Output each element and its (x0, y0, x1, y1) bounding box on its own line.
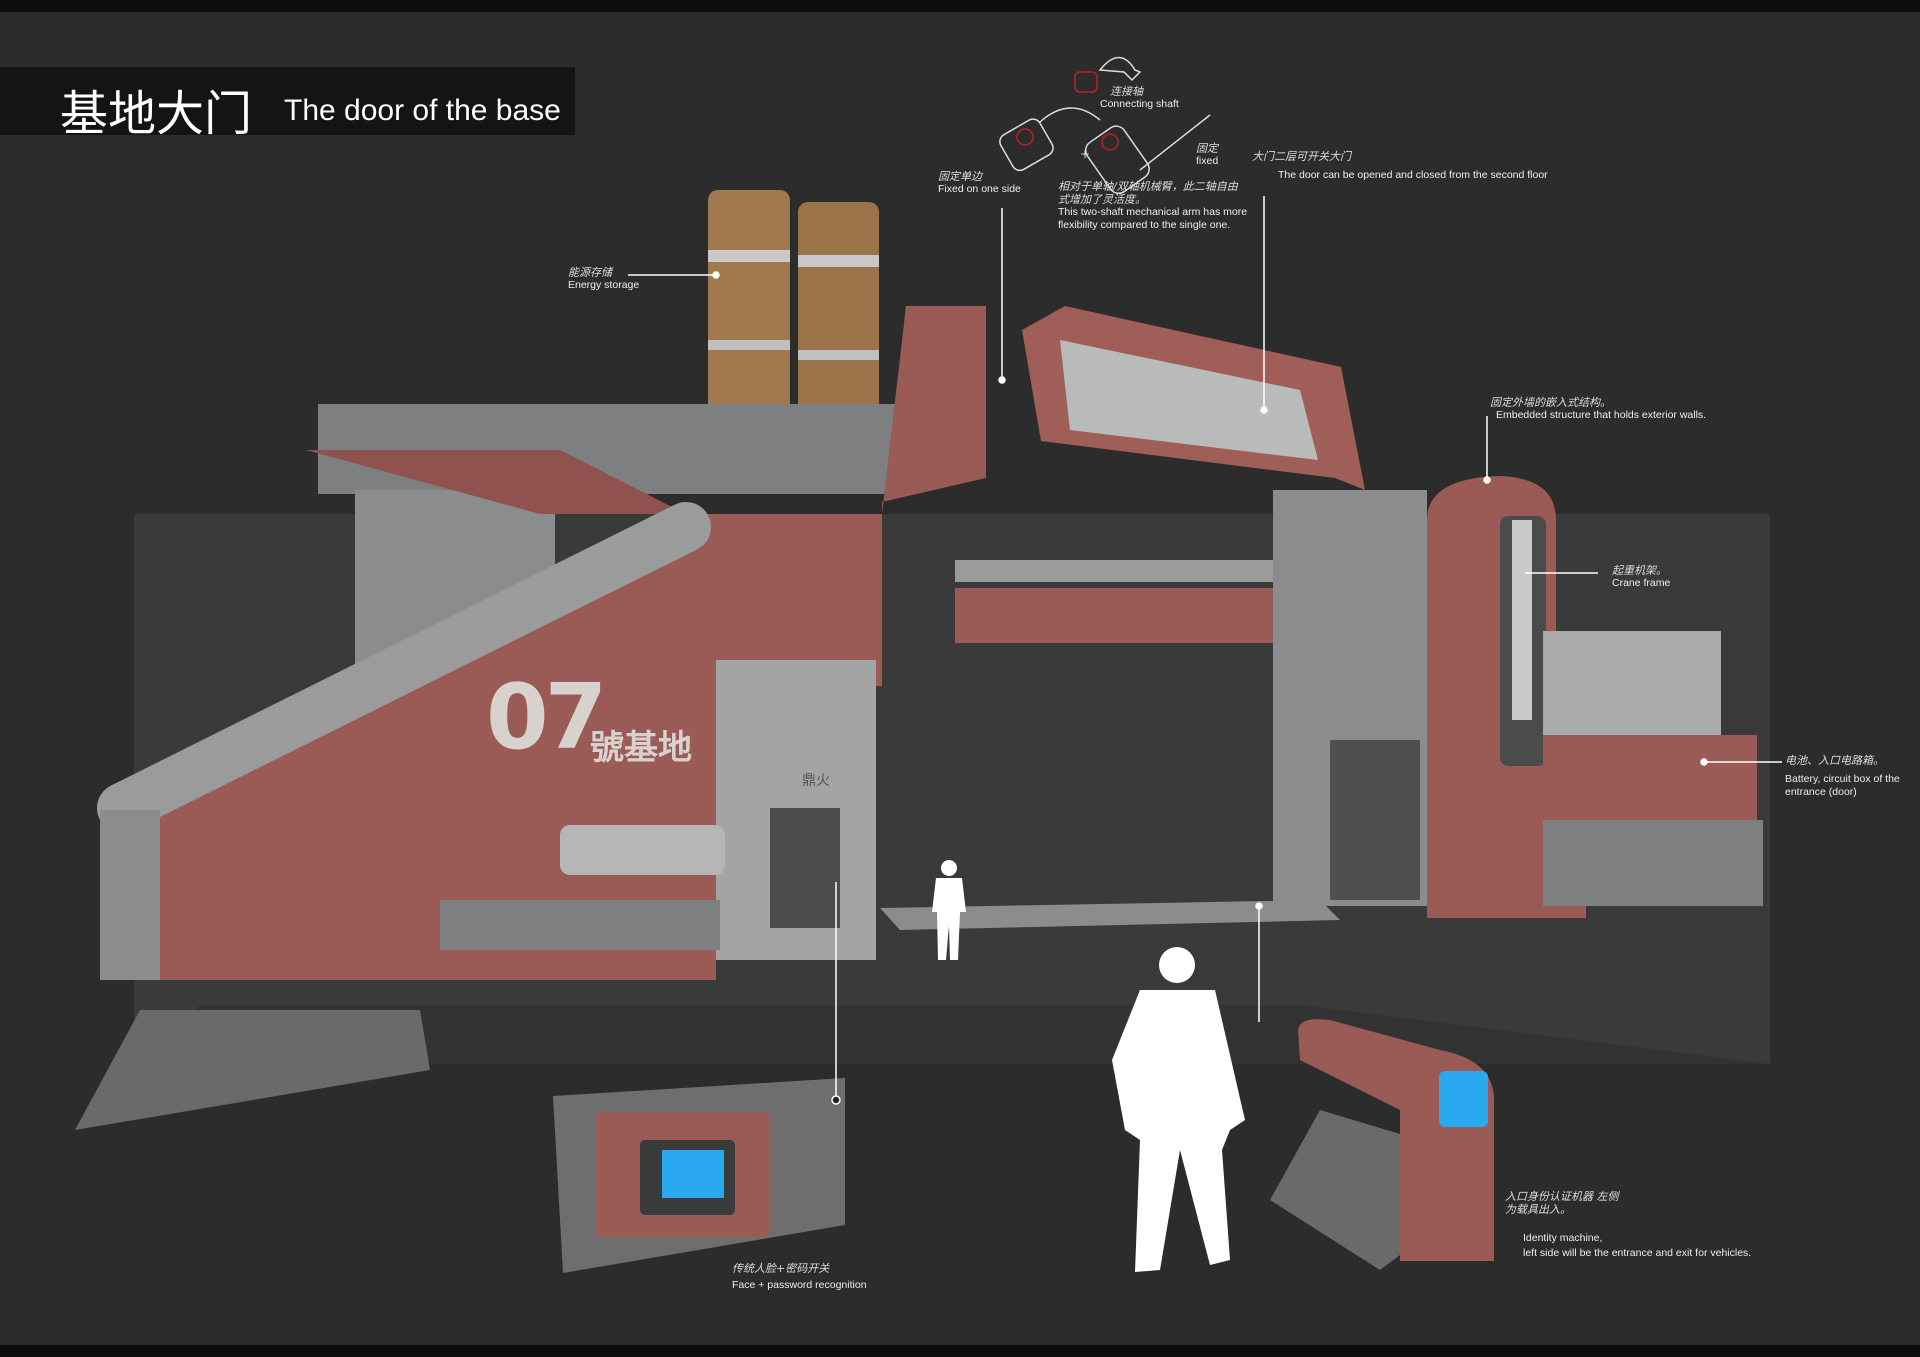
wall-sign: 鼎火 (802, 773, 830, 789)
fixed-label: 固定 fixed (1196, 142, 1218, 168)
wall-number: 07 (486, 665, 607, 770)
label-en: The door can be opened and closed from t… (1278, 169, 1548, 181)
battery-label: 电池、入口电路箱。 Battery, circuit box of the en… (1785, 754, 1915, 799)
main-red-wall (159, 306, 986, 980)
label-cn: 入口身份认证机器 左侧为载具出入。 (1505, 1190, 1619, 1216)
right-block (1543, 631, 1721, 741)
wall-vent (560, 825, 725, 875)
label-cn: 大门二层可开关大门 (1252, 150, 1351, 163)
label-cn: 连接轴 (1110, 85, 1143, 98)
crane-frame-column (1512, 520, 1532, 720)
second-floor-label: 大门二层可开关大门 The door can be opened and clo… (1252, 150, 1548, 182)
crossbeam-rail (955, 560, 1365, 582)
label-en: Crane frame (1612, 577, 1671, 589)
crane-frame-label: 起重机架。 Crane frame (1612, 564, 1670, 590)
embedded-structure-label: 固定外墙的嵌入式结构。 Embedded structure that hold… (1490, 396, 1706, 422)
page-title-chinese: 基地大门 (60, 86, 253, 142)
pipe-base (100, 810, 160, 980)
title-band (0, 67, 575, 135)
label-en: Fixed on one side (938, 183, 1021, 195)
label-en: Battery, circuit box of the entrance (do… (1785, 773, 1900, 798)
right-block-base (1543, 820, 1763, 906)
bottom-border (0, 1345, 1920, 1357)
gate-top-metal (1060, 340, 1318, 460)
label-cn: 固定外墙的嵌入式结构。 (1490, 396, 1611, 409)
page-title-english: The door of the base (284, 94, 561, 127)
label-cn: 相对于单轴/双轴机械臂，此二轴自由式增加了灵活度。 (1058, 180, 1238, 206)
pillar-recess (1330, 740, 1420, 900)
entrance-door (770, 808, 840, 928)
label-en: Embedded structure that holds exterior w… (1496, 409, 1707, 421)
arm-sketch: + (999, 56, 1211, 195)
shaft-highlight (1016, 71, 1119, 151)
label-cn: 传统人脸+密码开关 (732, 1262, 830, 1275)
gate-floor-slab (880, 900, 1340, 930)
label-en: fixed (1196, 155, 1219, 167)
battery-circuit-box (1543, 735, 1757, 820)
kiosk-base (1270, 1110, 1420, 1270)
two-shaft-label: 相对于单轴/双轴机械臂，此二轴自由式增加了灵活度。 This two-shaft… (1058, 180, 1248, 232)
wall-base-name: 號基地 (590, 728, 692, 768)
label-en: Face + password recognition (732, 1279, 867, 1291)
energy-storage-label: 能源存储 Energy storage (568, 266, 639, 292)
identity-machine-label: 入口身份认证机器 左侧为载具出入。 (1505, 1190, 1625, 1216)
connecting-shaft-label: 连接轴 Connecting shaft (1100, 85, 1179, 111)
svg-text:+: + (1080, 147, 1090, 161)
leader-lines (628, 196, 1782, 1105)
face-password-label: 传统人脸+密码开关 Face + password recognition (732, 1262, 867, 1292)
label-cn: 电池、入口电路箱。 (1785, 754, 1884, 767)
identity-screen (1439, 1071, 1488, 1127)
label-en-line1: Identity machine, (1523, 1232, 1603, 1244)
label-en-line2: left side will be the entrance and exit … (1523, 1247, 1752, 1259)
energy-storage-tanks (708, 190, 879, 441)
label-cn: 能源存储 (568, 266, 612, 279)
person-silhouette-large (1112, 947, 1245, 1272)
diagonal-pipe (97, 502, 711, 833)
device-screen (662, 1150, 724, 1198)
label-en: Energy storage (568, 279, 640, 291)
label-en: Connecting shaft (1100, 98, 1179, 110)
wall-ledge (306, 450, 686, 514)
person-silhouette-small (932, 860, 966, 960)
fixed-one-side-label: 固定单边 Fixed on one side (938, 170, 1021, 196)
label-cn: 固定单边 (938, 170, 982, 183)
identity-machine-en: Identity machine, left side will be the … (1523, 1232, 1751, 1260)
lower-pipes (440, 900, 720, 950)
top-border (0, 0, 1920, 12)
ground-shadow (75, 1010, 430, 1130)
label-cn: 起重机架。 (1612, 564, 1667, 577)
label-cn: 固定 (1196, 142, 1218, 155)
label-en: This two-shaft mechanical arm has more f… (1058, 206, 1248, 231)
